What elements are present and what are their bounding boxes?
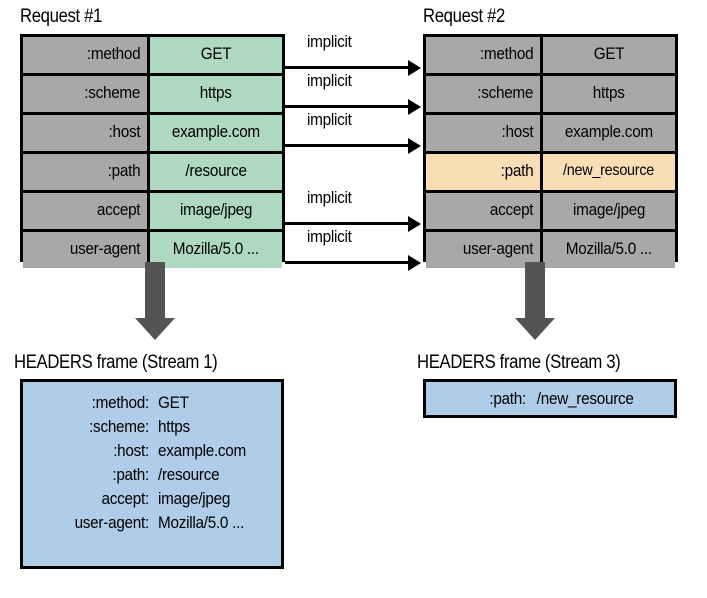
- header-name-cell: :scheme: [23, 76, 147, 112]
- table-row[interactable]: :host example.com: [426, 115, 675, 154]
- header-value-cell: GET: [540, 37, 675, 73]
- header-value-cell: GET: [147, 37, 282, 73]
- table-row[interactable]: :host example.com: [23, 115, 282, 154]
- frame-header-key: :path:: [112, 465, 149, 484]
- header-value-cell: https: [147, 76, 282, 112]
- frame-header-key: :path:: [489, 389, 526, 408]
- table-row[interactable]: user-agent Mozilla/5.0 ...: [23, 232, 282, 268]
- implicit-arrow-head-method: [408, 59, 421, 76]
- frame-header-line: accept: image/jpeg: [23, 489, 267, 513]
- implicit-label-scheme: implicit: [307, 71, 352, 90]
- table-row[interactable]: :method GET: [426, 37, 675, 76]
- encode-arrow-left: [125, 262, 185, 340]
- table-row[interactable]: :scheme https: [426, 76, 675, 115]
- implicit-label-accept: implicit: [307, 188, 352, 207]
- encode-arrow-left-shaft: [145, 262, 165, 318]
- header-name-cell: :path: [23, 154, 147, 190]
- implicit-arrow-line-accept: [285, 222, 409, 225]
- frame-header-key: :scheme:: [89, 417, 149, 436]
- frame-header-key: :method:: [91, 393, 150, 412]
- header-value-cell: /resource: [147, 154, 282, 190]
- frame-header-value: https: [158, 417, 190, 436]
- frame-1-title: HEADERS frame (Stream 1): [14, 352, 218, 373]
- implicit-arrow-line-host: [285, 144, 409, 147]
- header-name-cell: :host: [426, 115, 540, 151]
- implicit-arrow-head-scheme: [408, 98, 421, 115]
- encode-arrow-right: [505, 262, 565, 340]
- table-row[interactable]: :path /resource: [23, 154, 282, 193]
- header-value-cell: https: [540, 76, 675, 112]
- header-value-cell: image/jpeg: [540, 193, 675, 229]
- implicit-label-user-agent: implicit: [307, 227, 352, 246]
- table-row-highlighted[interactable]: :path /new_resource: [426, 154, 675, 193]
- encode-arrow-right-shaft: [525, 262, 545, 318]
- frame-header-value: /resource: [158, 465, 220, 484]
- frame-header-value: /new_resource: [536, 389, 634, 408]
- request-2-table: :method GET :scheme https :host example.…: [423, 34, 678, 268]
- frame-header-key: user-agent:: [74, 513, 150, 532]
- frame-header-value: Mozilla/5.0 ...: [158, 513, 245, 532]
- header-value-cell: /new_resource: [540, 154, 675, 190]
- header-name-cell: :method: [23, 37, 147, 73]
- frame-header-value: image/jpeg: [158, 489, 231, 508]
- implicit-label-method: implicit: [307, 32, 352, 51]
- table-row[interactable]: :method GET: [23, 37, 282, 76]
- header-value-cell: Mozilla/5.0 ...: [540, 232, 675, 268]
- header-value-cell: example.com: [147, 115, 282, 151]
- implicit-arrow-head-host: [408, 137, 421, 154]
- table-row[interactable]: user-agent Mozilla/5.0 ...: [426, 232, 675, 268]
- header-name-cell: :scheme: [426, 76, 540, 112]
- frame-header-line: :scheme: https: [23, 417, 267, 441]
- implicit-arrow-line-method: [285, 66, 409, 69]
- header-name-cell: user-agent: [23, 232, 147, 268]
- header-name-cell: :path: [426, 154, 540, 190]
- frame-header-line: user-agent: Mozilla/5.0 ...: [23, 513, 267, 537]
- table-row[interactable]: :scheme https: [23, 76, 282, 115]
- header-value-cell: Mozilla/5.0 ...: [147, 232, 282, 268]
- frame-header-line: :method: GET: [23, 393, 267, 417]
- frame-header-line: :path: /resource: [23, 465, 267, 489]
- request-1-table: :method GET :scheme https :host example.…: [20, 34, 285, 268]
- encode-arrow-right-head: [515, 318, 555, 340]
- header-name-cell: :method: [426, 37, 540, 73]
- headers-frame-stream-3: :path: /new_resource: [423, 379, 677, 418]
- header-name-cell: accept: [426, 193, 540, 229]
- implicit-arrow-line-user-agent: [285, 261, 409, 264]
- header-value-cell: image/jpeg: [147, 193, 282, 229]
- headers-frame-stream-1: :method: GET :scheme: https :host: examp…: [20, 379, 284, 569]
- table-row[interactable]: accept image/jpeg: [23, 193, 282, 232]
- frame-header-value: example.com: [158, 441, 247, 460]
- implicit-label-host: implicit: [307, 110, 352, 129]
- encode-arrow-left-head: [135, 318, 175, 340]
- frame-header-line: :path: /new_resource: [426, 389, 674, 413]
- request-2-title: Request #2: [423, 6, 506, 27]
- header-name-cell: user-agent: [426, 232, 540, 268]
- implicit-arrow-head-user-agent: [408, 254, 421, 271]
- header-name-cell: :host: [23, 115, 147, 151]
- frame-header-line: :host: example.com: [23, 441, 267, 465]
- frame-2-title: HEADERS frame (Stream 3): [417, 352, 621, 373]
- header-value-cell: example.com: [540, 115, 675, 151]
- frame-header-key: :host:: [113, 441, 149, 460]
- request-1-title: Request #1: [20, 6, 103, 27]
- implicit-arrow-line-scheme: [285, 105, 409, 108]
- frame-header-key: accept:: [101, 489, 150, 508]
- table-row[interactable]: accept image/jpeg: [426, 193, 675, 232]
- implicit-arrow-head-accept: [408, 215, 421, 232]
- header-name-cell: accept: [23, 193, 147, 229]
- frame-header-value: GET: [158, 393, 189, 412]
